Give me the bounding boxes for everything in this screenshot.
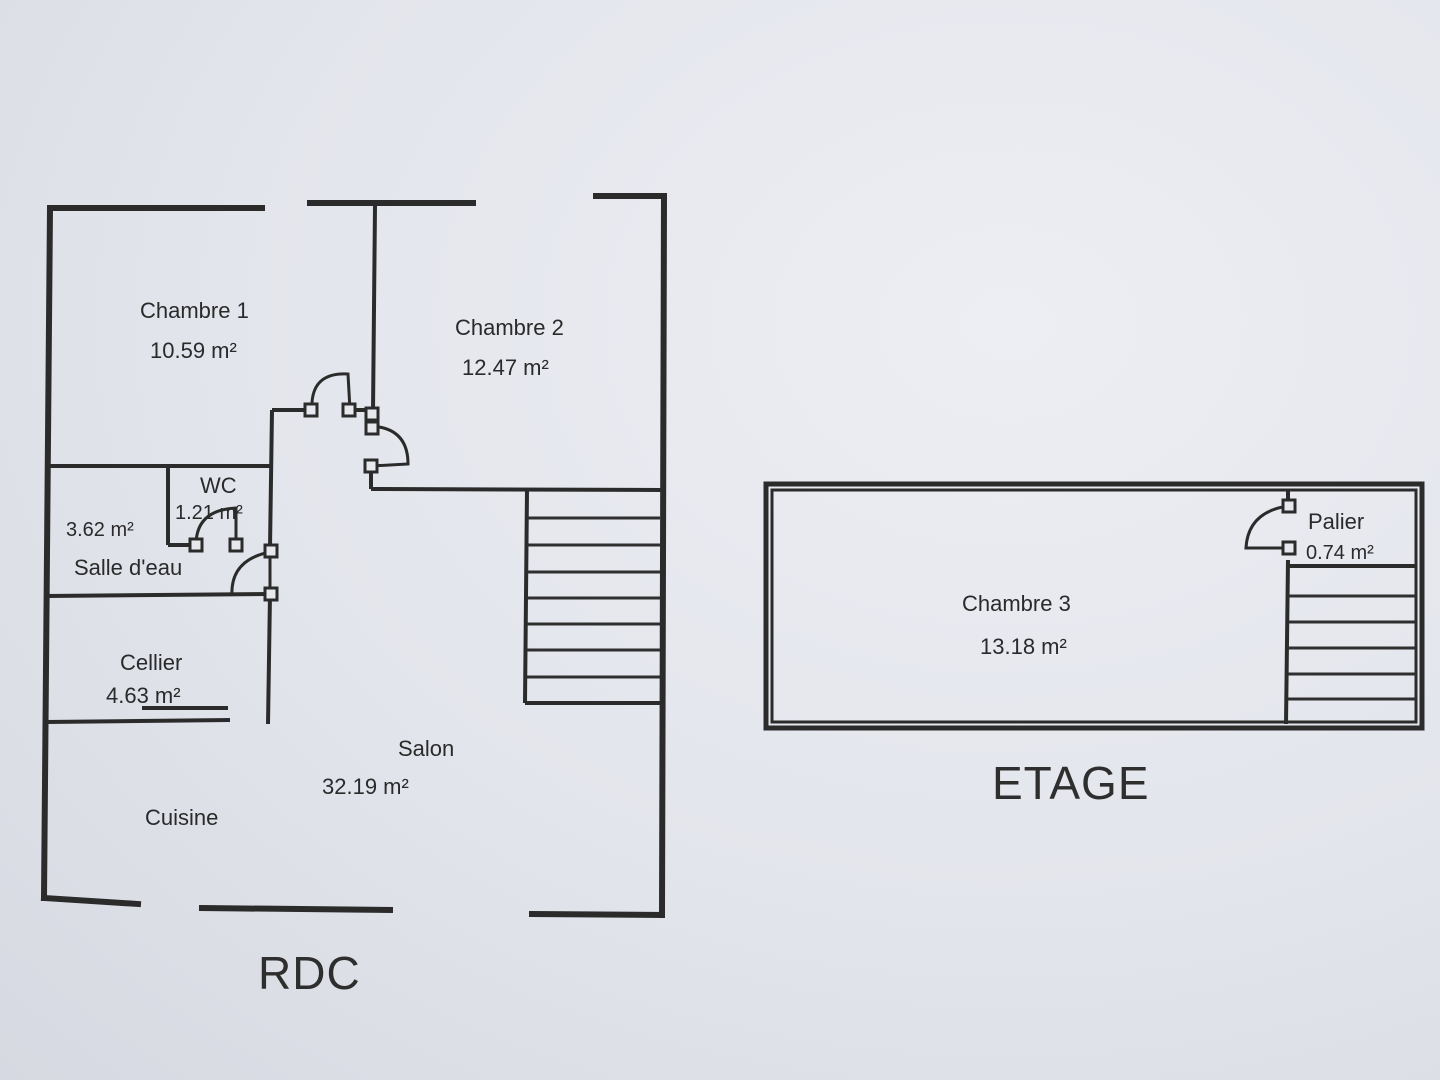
chambre2-area: 12.47 m² (462, 355, 549, 380)
chambre3-name: Chambre 3 (962, 591, 1071, 616)
palier-name: Palier (1308, 509, 1365, 534)
rdc-walls (40, 192, 668, 919)
etage-stairs (1288, 594, 1416, 701)
palier-area: 0.74 m² (1306, 542, 1374, 564)
cuisine-name: Cuisine (145, 805, 219, 830)
salon-name: Salon (398, 736, 455, 761)
salle-deau-name: Salle d'eau (74, 555, 183, 580)
wc-name: WC (200, 473, 237, 498)
etage-door (1244, 490, 1297, 556)
etage-walls (763, 481, 1425, 731)
chambre3-area: 13.18 m² (980, 634, 1067, 659)
cellier-name: Cellier (120, 650, 183, 675)
etage-title: ETAGE (992, 757, 1150, 809)
chambre1-area: 10.59 m² (150, 338, 237, 363)
salon-area: 32.19 m² (322, 774, 409, 799)
rdc-title: RDC (258, 947, 361, 999)
chambre1-name: Chambre 1 (140, 298, 249, 323)
salle-deau-area: 3.62 m² (66, 519, 134, 541)
chambre2-name: Chambre 2 (455, 315, 564, 340)
wc-area: 1.21 m² (175, 502, 243, 524)
cellier-area: 4.63 m² (106, 683, 181, 708)
rdc-doors (188, 372, 410, 602)
rdc-stairs (527, 516, 660, 679)
